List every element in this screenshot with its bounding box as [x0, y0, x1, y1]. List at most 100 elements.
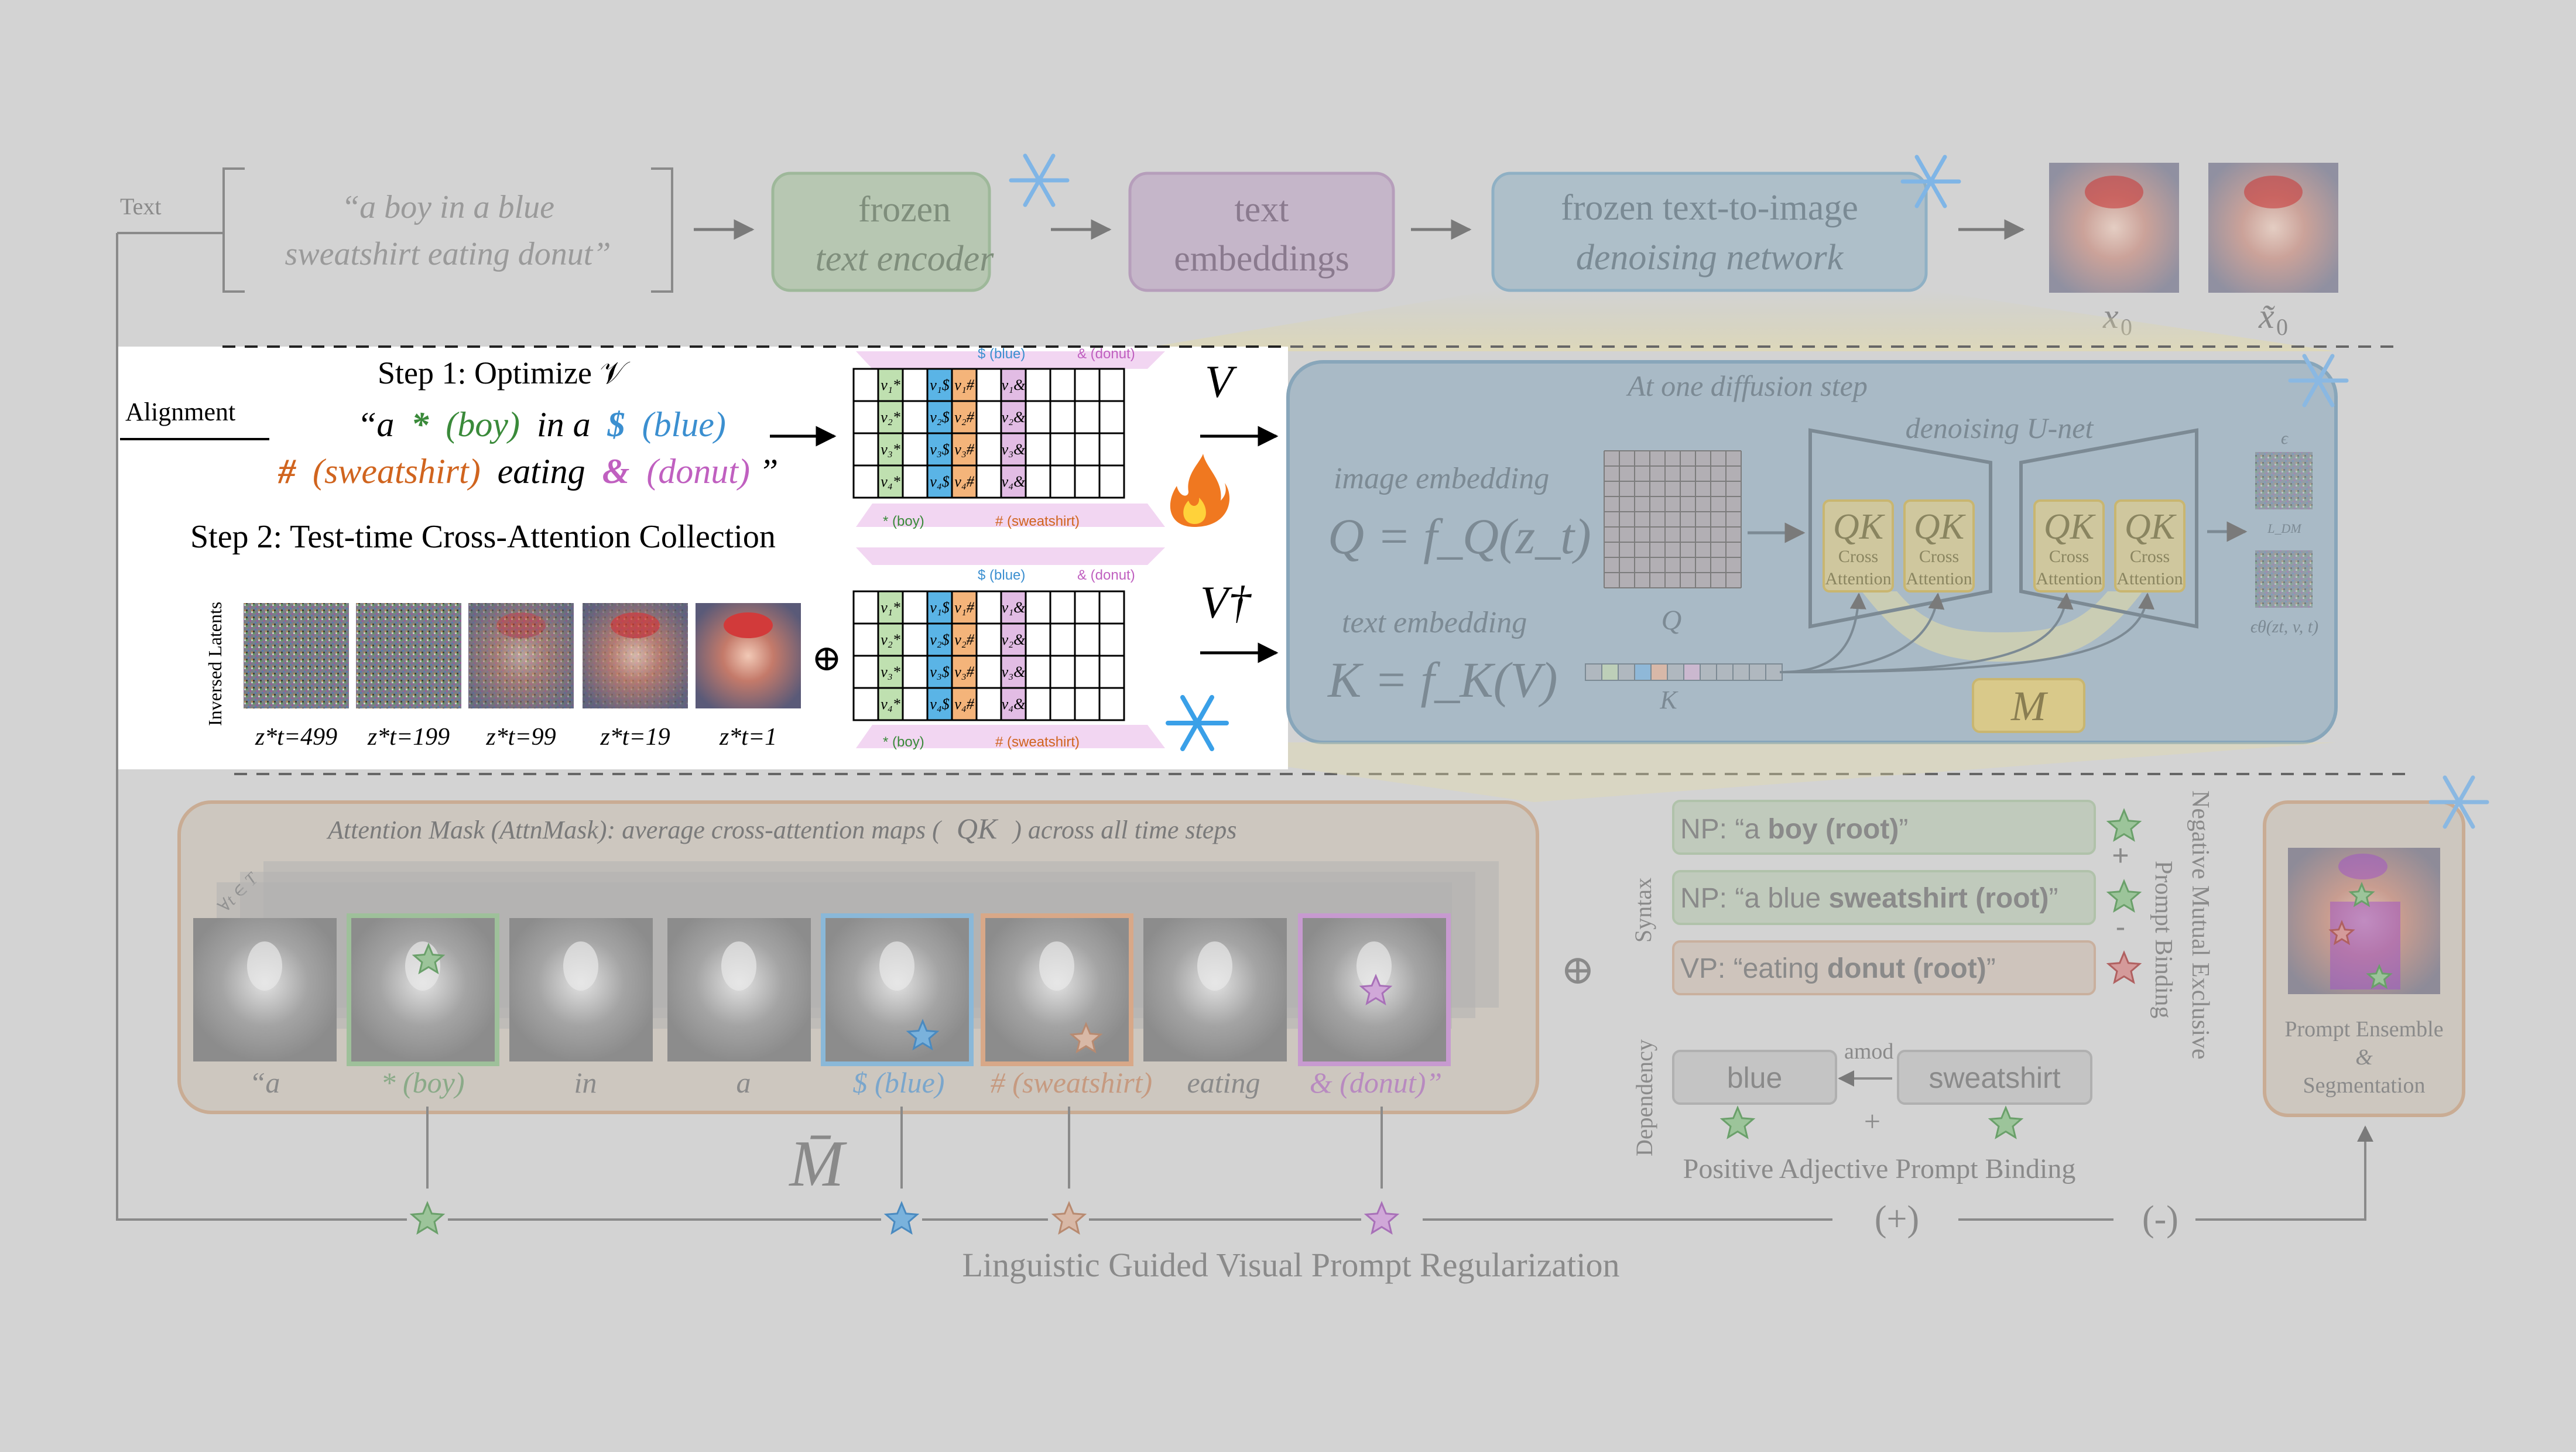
M-bar-label: M̄	[788, 1128, 847, 1200]
matrix-cell	[1049, 368, 1076, 402]
zoom-highlight	[1124, 290, 2336, 351]
x0-tilde-label: x̃	[2258, 297, 2275, 335]
V-tag-dollar: $ (blue)	[978, 346, 1025, 362]
attention-map-hotspot	[1039, 941, 1074, 991]
matrix-cell	[1074, 655, 1101, 689]
star-icon	[1069, 1022, 1103, 1054]
star-icon	[2348, 882, 2375, 908]
p2-donut: (donut)	[646, 452, 750, 491]
QK-label: QK	[1833, 507, 1886, 547]
attention-map-hotspot	[563, 941, 598, 991]
K-cell	[1732, 663, 1750, 681]
matrix-cell	[975, 655, 1002, 689]
np1-box	[1672, 800, 2096, 855]
Q-grid	[1604, 450, 1742, 588]
p1-dollar: $	[607, 405, 625, 444]
matrix-cell	[1049, 400, 1076, 434]
matrix-cell	[1049, 590, 1076, 625]
p2-amp: &	[602, 452, 630, 491]
attention-map-hotspot	[1197, 941, 1232, 991]
latent-hat	[724, 612, 773, 638]
embed-line-1: text	[1235, 190, 1289, 230]
matrix-cell	[1074, 590, 1101, 625]
oplus-mask: ⊕	[1561, 948, 1595, 993]
K-cell	[1667, 663, 1684, 681]
attention-map-hotspot	[247, 941, 282, 991]
matrix-cell-label: v₄$	[930, 473, 950, 490]
Vdag-bottom-trapezoid	[856, 725, 1165, 748]
p1-mid: in a	[537, 405, 591, 444]
p1-blue: (blue)	[642, 405, 726, 444]
ensemble-line3: Segmentation	[2303, 1073, 2426, 1098]
matrix-cell	[1074, 432, 1101, 467]
matrix-cell-label: v₂$	[930, 409, 950, 426]
matrix-cell	[975, 400, 1002, 434]
matrix-cell	[902, 400, 929, 434]
snowflake-icon	[2288, 354, 2349, 407]
V-top-trapezoid	[856, 351, 1165, 369]
matrix-cell-label: v₂$	[930, 631, 950, 648]
M-label: M	[2010, 683, 2049, 730]
unet-title: At one diffusion step	[1626, 369, 1868, 402]
K-cell	[1716, 663, 1734, 681]
K-cell	[1650, 663, 1668, 681]
Q-grid-bg	[1604, 451, 1741, 588]
latent-noise-overlay	[468, 603, 574, 708]
K-cell	[1749, 663, 1766, 681]
matrix-cell	[975, 622, 1002, 657]
matrix-cell	[852, 655, 879, 689]
matrix-cell	[1000, 400, 1027, 434]
matrix-cell	[1098, 590, 1125, 625]
mask-word: in	[574, 1066, 597, 1099]
matrix-cell-label: v₁#	[954, 599, 975, 616]
matrix-cell	[1049, 622, 1076, 657]
matrix-cell-label: v₂*	[881, 631, 900, 648]
matrix-cell	[852, 590, 879, 625]
prompt-bracket-right	[651, 167, 673, 293]
sweatshirt-box	[1897, 1050, 2092, 1105]
dep-plus: +	[1864, 1105, 1880, 1138]
np1-text: NP: “a boy (root)”	[1680, 814, 1908, 845]
snowflake-icon	[1900, 155, 1961, 208]
ensemble-line1: Prompt Ensemble	[2284, 1017, 2443, 1042]
sweatshirt-text: sweatshirt	[1928, 1061, 2060, 1094]
matrix-cell	[1025, 368, 1051, 402]
encoder-line-1: frozen	[858, 190, 951, 230]
V-tag-amp: & (donut)	[1077, 346, 1135, 362]
matrix-cell-label: v₃$	[930, 441, 950, 458]
snowflake-icon	[1166, 695, 1229, 751]
M-box	[1972, 678, 2085, 733]
matrix-cell	[1025, 655, 1051, 689]
matrix-cell	[975, 464, 1002, 499]
cross-label: Cross	[2049, 547, 2089, 566]
matrix-cell-label: v₁&	[1002, 599, 1026, 616]
output-image-x0	[2049, 163, 2179, 293]
p2-end: ”	[759, 452, 778, 491]
segmentation-image	[2288, 848, 2440, 994]
matrix-cell	[1074, 368, 1101, 402]
mask-word: * (boy)	[381, 1066, 465, 1099]
matrix-cell	[1098, 432, 1125, 467]
cross-label: Cross	[2130, 547, 2170, 566]
reg-plus: (+)	[1875, 1199, 1919, 1239]
matrix-cell	[926, 687, 953, 721]
matrix-cell-label: v₃*	[881, 663, 900, 680]
attention-maps	[193, 861, 1499, 1066]
latent-label: z*t=19	[600, 724, 670, 751]
output-image-x0-tilde	[2208, 163, 2338, 293]
matrix-cell	[975, 590, 1002, 625]
net-line-1: frozen text-to-image	[1561, 188, 1858, 228]
mask-word: # (sweatshirt)	[991, 1066, 1152, 1099]
reg-to-ensemble	[2195, 1125, 2373, 1221]
star-icon	[2328, 920, 2355, 946]
K-cell	[1601, 663, 1619, 681]
p1-a: “a	[357, 405, 394, 444]
matrix-cell	[1000, 590, 1027, 625]
matrix-cell	[1025, 590, 1051, 625]
matrix-cell-label: v₁*	[881, 376, 900, 393]
K-cell	[1765, 663, 1783, 681]
K-cell	[1585, 663, 1602, 681]
Vdag-tag-hash: # (sweatshirt)	[995, 734, 1080, 750]
matrix-cell	[902, 622, 929, 657]
